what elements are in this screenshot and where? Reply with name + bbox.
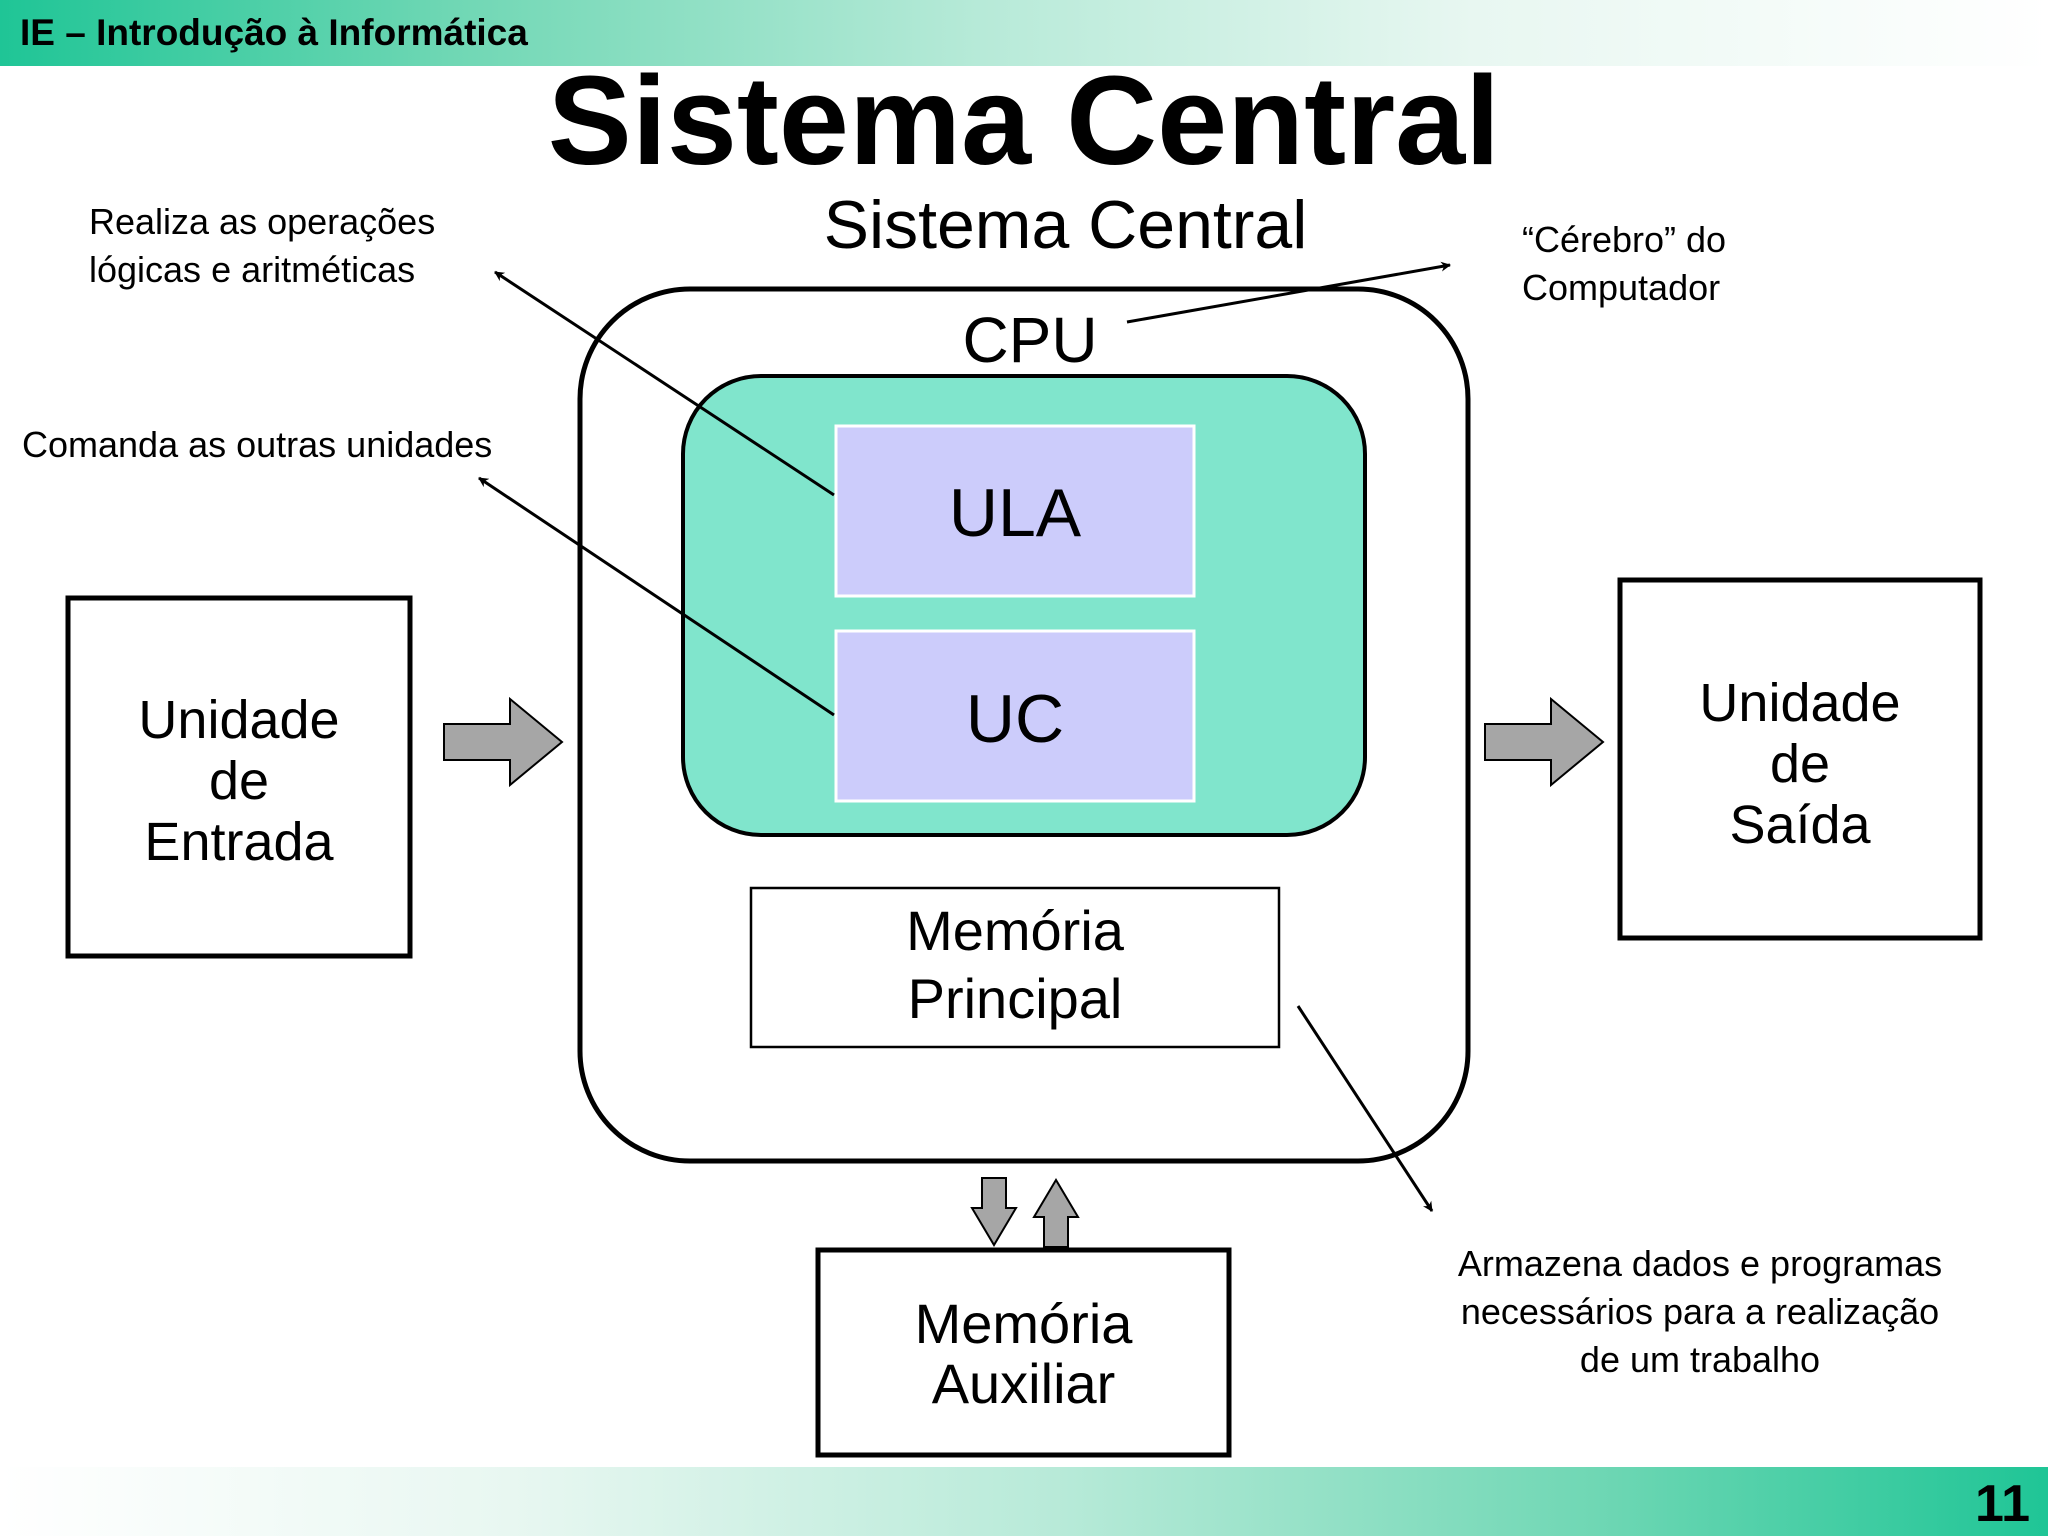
cpu-note-line2: Computador — [1522, 267, 1721, 308]
uc-note: Comanda as outras unidades — [22, 424, 493, 465]
ula-note: Realiza as operações lógicas e aritmétic… — [89, 198, 435, 294]
output-unit-line3: Saída — [1729, 795, 1871, 855]
memory-pointer — [1296, 1005, 1434, 1212]
ula-label: ULA — [948, 475, 1082, 551]
aux-memory-box — [815, 1247, 1232, 1458]
main-memory-line1: Memória — [906, 899, 1124, 962]
footer-band — [0, 1467, 2048, 1536]
course-title: IE – Introdução à Informática — [20, 12, 528, 53]
output-unit-line2: de — [1769, 734, 1831, 794]
memory-note-line2: necessários para a realização — [1460, 1291, 1940, 1332]
uc-label: UC — [965, 681, 1065, 757]
ula-box — [834, 424, 1196, 598]
cpu-note-line1: “Cérebro” do — [1522, 219, 1727, 260]
main-memory-label: Memória Principal — [751, 897, 1279, 1033]
cpu-label: CPU — [962, 304, 1098, 376]
ula-note-line1: Realiza as operações — [89, 201, 436, 242]
input-unit-line1: Unidade — [138, 690, 340, 750]
memory-note: Armazena dados e programas necessários p… — [1420, 1240, 1980, 1384]
input-unit-line3: Entrada — [144, 812, 334, 872]
main-memory-line2: Principal — [907, 967, 1123, 1030]
input-arrow — [443, 696, 564, 788]
aux-memory-label: Memória Auxiliar — [818, 1294, 1229, 1414]
main-memory-box — [749, 886, 1281, 1049]
cpu-pointer — [1126, 261, 1451, 324]
input-unit-box — [65, 595, 413, 959]
diagram-subtitle: Sistema Central — [823, 187, 1308, 263]
output-unit-box — [1617, 577, 1983, 941]
memory-note-line3: de um trabalho — [1579, 1339, 1821, 1380]
ula-pointer — [494, 270, 835, 497]
input-unit-line2: de — [208, 751, 270, 811]
output-unit-label: Unidade de Saída — [1620, 673, 1980, 856]
memory-note-line1: Armazena dados e programas — [1457, 1243, 1943, 1284]
aux-memory-line2: Auxiliar — [931, 1352, 1116, 1415]
down-arrow — [970, 1177, 1018, 1247]
up-arrow — [1032, 1178, 1080, 1248]
output-arrow — [1484, 696, 1605, 788]
uc-box — [834, 629, 1196, 803]
uc-pointer — [478, 476, 835, 717]
output-unit-line1: Unidade — [1699, 673, 1901, 733]
ula-note-line2: lógicas e aritméticas — [89, 249, 416, 290]
header-band — [0, 0, 2048, 66]
input-unit-label: Unidade de Entrada — [68, 690, 410, 873]
slide-title: Sistema Central — [547, 50, 1501, 191]
aux-memory-line1: Memória — [914, 1292, 1133, 1355]
page-number: 11 — [1975, 1475, 2030, 1533]
cpu-note: “Cérebro” do Computador — [1522, 216, 1726, 312]
